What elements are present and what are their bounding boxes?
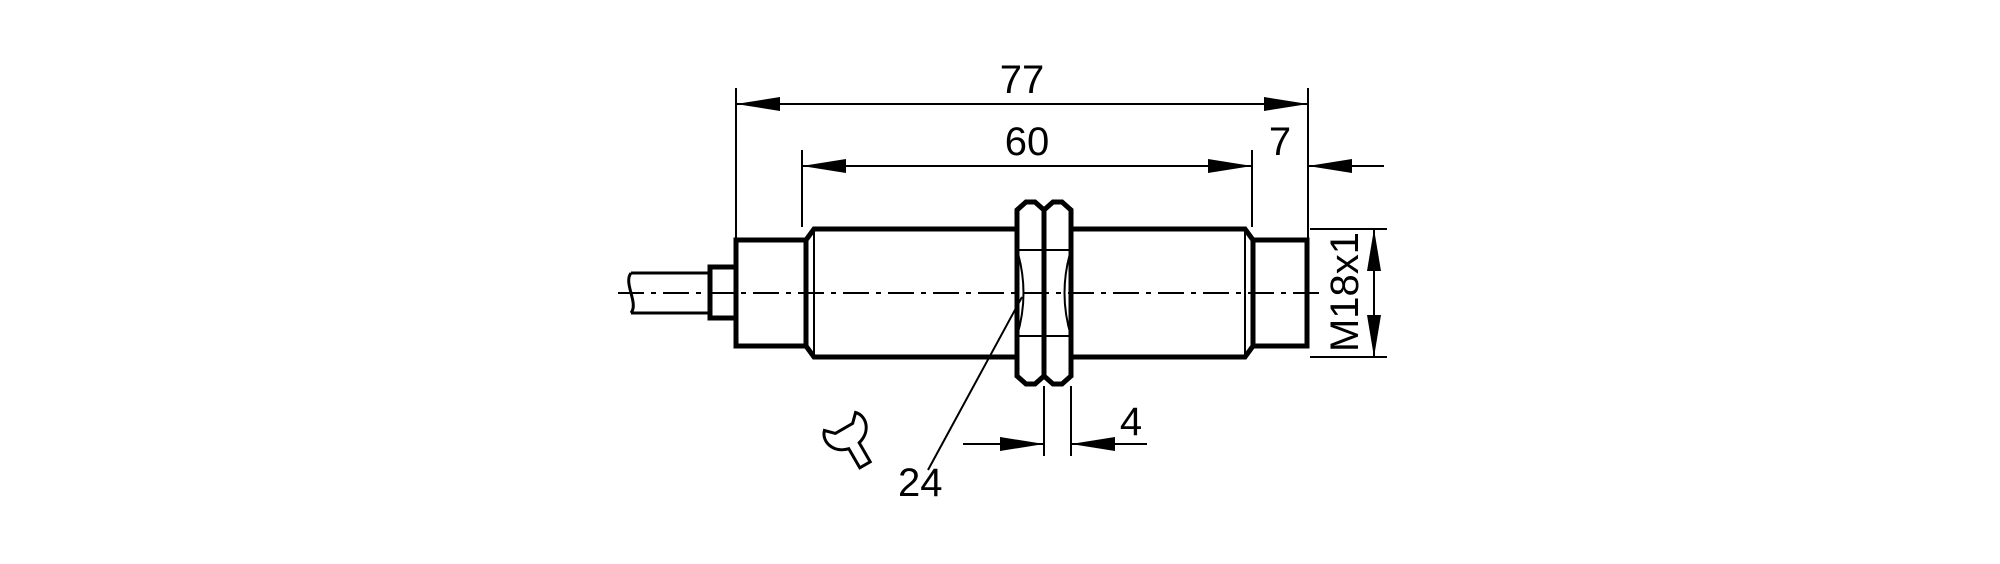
end-length-label: 7 (1269, 120, 1291, 164)
dimension-end-length: 7 (1269, 120, 1384, 173)
thread-size-label: M18x1 (1323, 232, 1367, 352)
nut-thickness-label: 4 (1120, 400, 1142, 444)
overall-length-label: 77 (1000, 58, 1045, 102)
thread-length-label: 60 (1005, 120, 1050, 164)
dimension-overall-length: 77 (736, 58, 1308, 111)
wrench-size-callout: 24 (822, 296, 1023, 505)
dimension-nut-thickness: 4 (963, 400, 1147, 451)
wrench-size-label: 24 (898, 461, 943, 505)
wrench-icon (822, 410, 873, 470)
dimension-thread-length: 60 (802, 120, 1252, 173)
dimension-thread-size: M18x1 (1323, 229, 1381, 357)
